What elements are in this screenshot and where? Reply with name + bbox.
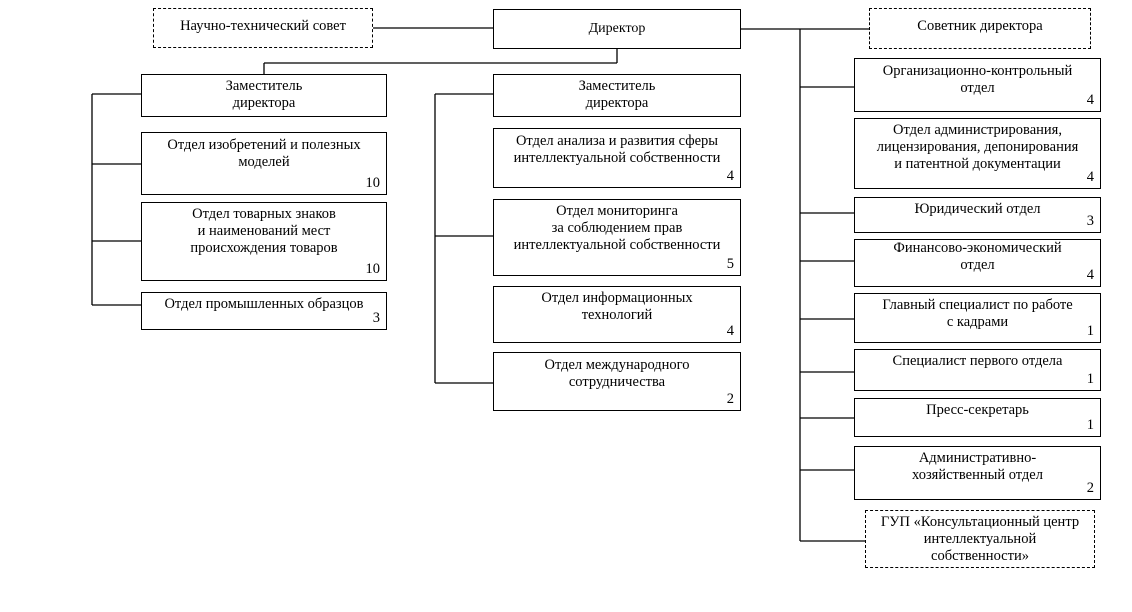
staff-count: 3 xyxy=(372,310,380,326)
box-label: Заместитель директора xyxy=(578,78,656,111)
box-label: Пресс-секретарь xyxy=(926,402,1029,418)
gup-consulting-center-box: ГУП «Консультационный центр интеллектуал… xyxy=(865,510,1095,568)
inventions-department-box: Отдел изобретений и полезных моделей 10 xyxy=(141,132,387,195)
industrial-designs-department-box: Отдел промышленных образцов 3 xyxy=(141,292,387,330)
org-control-department-box: Организационно-контрольный отдел 4 xyxy=(854,58,1101,112)
box-label: Отдел международного сотрудничества xyxy=(544,357,690,390)
hr-specialist-box: Главный специалист по работе с кадрами 1 xyxy=(854,293,1101,343)
box-label: Директор xyxy=(588,21,646,36)
advisor-box: Советник директора xyxy=(869,8,1091,49)
box-label: Отдел мониторинга за соблюдением прав ин… xyxy=(513,203,721,253)
staff-count: 4 xyxy=(1086,169,1094,185)
box-label: Организационно-контрольный отдел xyxy=(882,63,1073,96)
box-label: Главный специалист по работе с кадрами xyxy=(882,297,1073,330)
box-label: Юридический отдел xyxy=(914,201,1041,217)
admin-licensing-department-box: Отдел администрирования, лицензирования,… xyxy=(854,118,1101,189)
box-label: Отдел промышленных образцов xyxy=(164,296,364,312)
it-department-box: Отдел информационных технологий 4 xyxy=(493,286,741,343)
deputy-director-middle-box: Заместитель директора xyxy=(493,74,741,117)
admin-household-department-box: Административно- хозяйственный отдел 2 xyxy=(854,446,1101,500)
box-label: Отдел товарных знаков и наименований мес… xyxy=(190,206,338,256)
international-cooperation-department-box: Отдел международного сотрудничества 2 xyxy=(493,352,741,411)
trademarks-department-box: Отдел товарных знаков и наименований мес… xyxy=(141,202,387,281)
finance-department-box: Финансово-экономический отдел 4 xyxy=(854,239,1101,287)
staff-count: 2 xyxy=(1086,480,1094,496)
box-label: Отдел администрирования, лицензирования,… xyxy=(876,122,1079,172)
staff-count: 5 xyxy=(726,256,734,272)
staff-count: 4 xyxy=(1086,267,1094,283)
staff-count: 1 xyxy=(1086,371,1094,387)
box-label: Административно- хозяйственный отдел xyxy=(912,450,1043,483)
box-label: Специалист первого отдела xyxy=(892,353,1063,369)
scientific-council-box: Научно-технический совет xyxy=(153,8,373,48)
ip-analysis-department-box: Отдел анализа и развития сферы интеллект… xyxy=(493,128,741,188)
box-label: ГУП «Консультационный центр интеллектуал… xyxy=(880,514,1080,564)
box-label: Отдел информационных технологий xyxy=(541,290,693,323)
box-label: Финансово-экономический отдел xyxy=(893,240,1062,273)
box-label: Советник директора xyxy=(917,18,1043,34)
box-label: Научно-технический совет xyxy=(180,18,346,34)
staff-count: 4 xyxy=(726,323,734,339)
press-secretary-box: Пресс-секретарь 1 xyxy=(854,398,1101,437)
box-label: Отдел изобретений и полезных моделей xyxy=(167,137,361,170)
staff-count: 3 xyxy=(1086,213,1094,229)
staff-count: 1 xyxy=(1086,417,1094,433)
staff-count: 2 xyxy=(726,391,734,407)
staff-count: 10 xyxy=(365,175,381,191)
staff-count: 10 xyxy=(365,261,381,277)
box-label: Заместитель директора xyxy=(225,78,303,111)
director-box: Директор xyxy=(493,9,741,49)
staff-count: 4 xyxy=(1086,92,1094,108)
deputy-director-left-box: Заместитель директора xyxy=(141,74,387,117)
staff-count: 1 xyxy=(1086,323,1094,339)
box-label: Отдел анализа и развития сферы интеллект… xyxy=(513,133,721,166)
first-department-specialist-box: Специалист первого отдела 1 xyxy=(854,349,1101,391)
staff-count: 4 xyxy=(726,168,734,184)
legal-department-box: Юридический отдел 3 xyxy=(854,197,1101,233)
ip-monitoring-department-box: Отдел мониторинга за соблюдением прав ин… xyxy=(493,199,741,276)
